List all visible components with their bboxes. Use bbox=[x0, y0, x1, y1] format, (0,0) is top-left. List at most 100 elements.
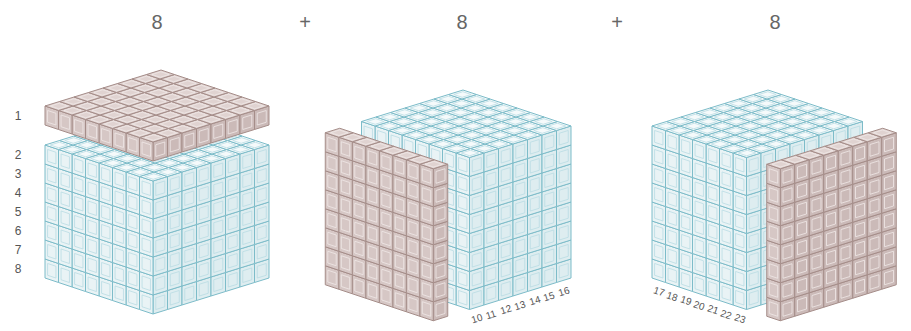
cube-bevel bbox=[257, 187, 266, 202]
cube-bevel bbox=[142, 200, 150, 215]
cube-bevel bbox=[501, 186, 510, 201]
cube-bevel bbox=[530, 177, 539, 192]
cube-bevel bbox=[422, 207, 430, 222]
cube-bevel bbox=[409, 164, 417, 179]
cube-bevel bbox=[341, 237, 349, 252]
cube-bevel bbox=[102, 281, 110, 296]
cube-bevel bbox=[436, 169, 445, 184]
cube-bevel bbox=[686, 114, 703, 120]
cube-bevel bbox=[436, 226, 445, 241]
cube-bevel bbox=[170, 290, 179, 305]
cube-bevel bbox=[487, 248, 496, 263]
cube-bevel bbox=[722, 172, 730, 187]
cube-bevel bbox=[355, 184, 363, 199]
cube-bevel bbox=[682, 234, 690, 249]
cube-bevel bbox=[668, 268, 676, 283]
cube-bevel bbox=[559, 149, 568, 164]
cube-bevel bbox=[459, 157, 467, 172]
cube-bevel bbox=[459, 195, 467, 210]
cube-bevel bbox=[559, 244, 568, 259]
cube-bevel bbox=[516, 163, 525, 178]
cube-bevel bbox=[199, 262, 208, 277]
cube-bevel bbox=[472, 271, 481, 286]
cube-bevel bbox=[341, 256, 349, 271]
cube-bevel bbox=[88, 182, 96, 197]
cube-bevel bbox=[736, 157, 744, 172]
cube-bevel bbox=[156, 295, 165, 310]
cube-bevel bbox=[328, 175, 336, 190]
cube-bevel bbox=[422, 245, 430, 260]
cube-bevel bbox=[472, 214, 481, 229]
cube-bevel bbox=[487, 172, 496, 187]
cube-bevel bbox=[395, 274, 403, 289]
cube-bevel bbox=[156, 276, 165, 291]
cube-bevel bbox=[129, 271, 137, 286]
cube-bevel bbox=[368, 265, 376, 280]
cube-bevel bbox=[102, 186, 110, 201]
cube-bevel bbox=[61, 192, 69, 207]
cube-bevel bbox=[341, 199, 349, 214]
cube-bevel bbox=[48, 263, 56, 278]
cube-bevel bbox=[243, 249, 252, 264]
cube-bevel bbox=[516, 258, 525, 273]
cube-bevel bbox=[682, 158, 690, 173]
cube-bevel bbox=[422, 302, 430, 317]
cube-bevel bbox=[115, 267, 123, 282]
cube-bevel bbox=[102, 167, 110, 182]
cube-bevel bbox=[695, 163, 703, 178]
cube-bevel bbox=[142, 257, 150, 272]
cube-bevel bbox=[516, 239, 525, 254]
cube-bevel bbox=[749, 290, 758, 305]
cube-bevel bbox=[709, 262, 717, 277]
cube-bevel bbox=[501, 205, 510, 220]
cube-bevel bbox=[48, 187, 56, 202]
cube-bevel bbox=[61, 249, 69, 264]
cube-bevel bbox=[368, 151, 376, 166]
cube-bevel bbox=[355, 165, 363, 180]
cube-bevel bbox=[722, 153, 730, 168]
cube-bevel bbox=[152, 72, 169, 78]
cube-bevel bbox=[409, 221, 417, 236]
pink-unit-cube bbox=[325, 128, 353, 137]
cube-bevel bbox=[668, 192, 676, 207]
cube-bevel bbox=[459, 176, 467, 191]
cube-bevel bbox=[185, 248, 194, 263]
cube-bevel bbox=[682, 177, 690, 192]
cube-bevel bbox=[170, 233, 179, 248]
cube-bevel bbox=[409, 183, 417, 198]
cube-bevel bbox=[75, 119, 83, 134]
cube-bevel bbox=[530, 234, 539, 249]
cube-bevel bbox=[516, 144, 525, 159]
cube-bevel bbox=[328, 213, 336, 228]
cube-bevel bbox=[170, 195, 179, 210]
cube-face bbox=[325, 128, 353, 137]
cube-bevel bbox=[228, 253, 237, 268]
cube-bevel bbox=[228, 177, 237, 192]
cube-bevel bbox=[137, 76, 154, 82]
cube-bevel bbox=[243, 154, 252, 169]
cube-bevel bbox=[328, 156, 336, 171]
cube-bevel bbox=[559, 130, 568, 145]
cube-bevel bbox=[61, 211, 69, 226]
cube-bevel bbox=[559, 225, 568, 240]
cube-bevel bbox=[409, 297, 417, 312]
cube-bevel bbox=[722, 229, 730, 244]
cube-bevel bbox=[115, 229, 123, 244]
cube-bevel bbox=[170, 176, 179, 191]
cube-bevel bbox=[487, 191, 496, 206]
cube-bevel bbox=[257, 110, 266, 125]
cube-bevel bbox=[436, 283, 445, 298]
cube-bevel bbox=[88, 124, 96, 139]
cube-bevel bbox=[75, 196, 83, 211]
cube-bevel bbox=[243, 230, 252, 245]
cube-bevel bbox=[368, 189, 376, 204]
cube-bevel bbox=[61, 173, 69, 188]
cube-bevel bbox=[682, 253, 690, 268]
cube-bevel bbox=[559, 206, 568, 221]
cube-bevel bbox=[88, 220, 96, 235]
cube-bevel bbox=[228, 158, 237, 173]
cube-bevel bbox=[156, 181, 165, 196]
cube-bevel bbox=[382, 174, 390, 189]
cube-bevel bbox=[655, 130, 663, 145]
cube-bevel bbox=[695, 182, 703, 197]
